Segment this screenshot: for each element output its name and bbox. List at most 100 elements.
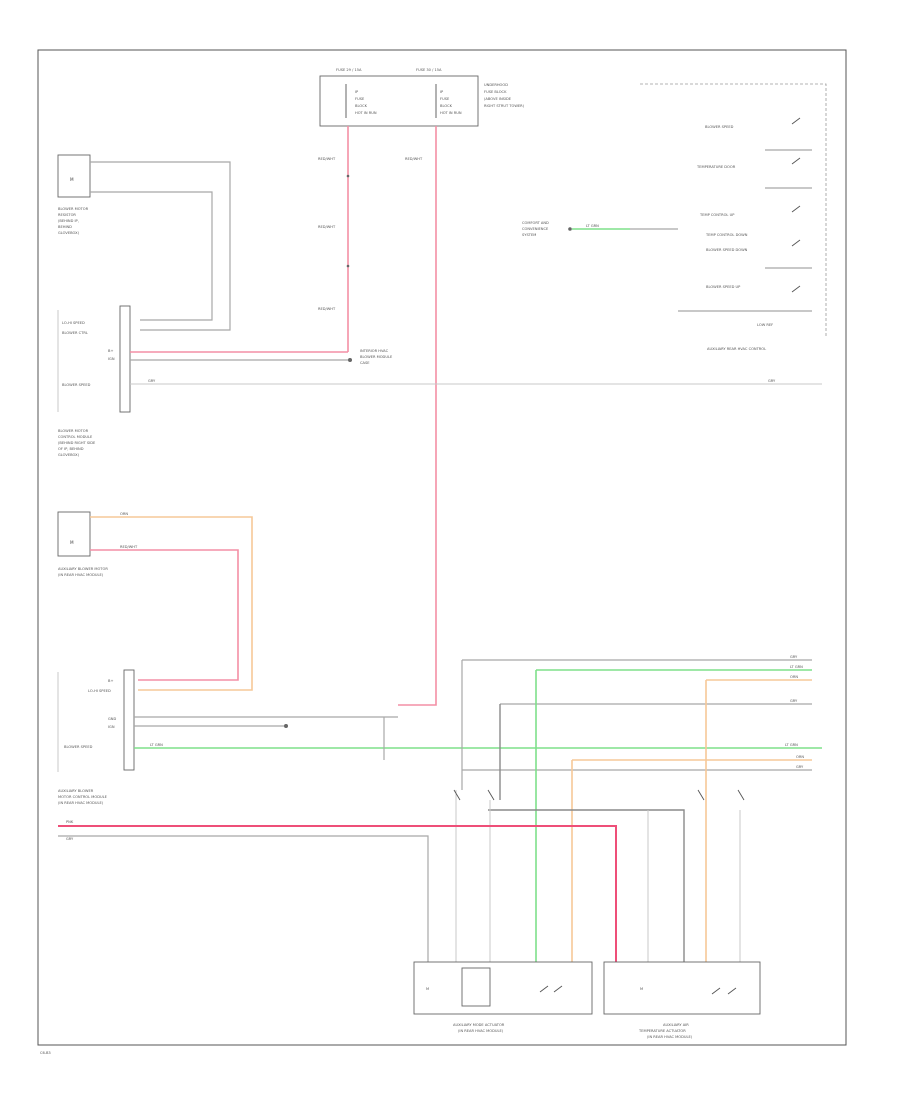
aux-speed-label: LT GRN bbox=[150, 743, 163, 747]
resistor-label-2: (BEHIND IP, bbox=[58, 219, 79, 223]
comfort-label-0: COMFORT AND bbox=[522, 221, 549, 225]
ground-splice bbox=[348, 358, 352, 362]
fuse-symbols bbox=[345, 84, 437, 118]
rear-switches bbox=[791, 117, 801, 293]
aux-ground-splice bbox=[284, 724, 288, 728]
aux-control-connector bbox=[123, 669, 135, 771]
module-label-0: BLOWER MOTOR bbox=[58, 429, 89, 433]
fuse-block: FUSE 29 / 15A FUSE 30 / 15A IP FUSE BLOC… bbox=[319, 68, 525, 127]
wire-label-2: RED/WHT bbox=[318, 225, 336, 229]
aux-speed-label-right: LT GRN bbox=[785, 743, 798, 747]
aux-motor-wire-label-2: RED/WHT bbox=[120, 545, 138, 549]
rear-item-2: TEMP CONTROL UP bbox=[699, 213, 735, 217]
fuse-row-0: IP bbox=[355, 90, 359, 94]
aux-pin-1: LO-HI SPEED bbox=[88, 689, 111, 693]
resistor-box bbox=[57, 154, 91, 198]
module-pin-2: B+ bbox=[108, 349, 113, 353]
bus-label-3: GRY bbox=[790, 699, 798, 703]
comfort-wire-label: LT GRN bbox=[586, 224, 599, 228]
mode-actuator-box bbox=[413, 961, 593, 1015]
bus-label-5: GRY bbox=[796, 765, 804, 769]
wire-label-4: RED/WHT bbox=[405, 157, 423, 161]
fuse-desc-1: FUSE BLOCK bbox=[484, 90, 507, 94]
resistor-label-4: GLOVEBOX) bbox=[58, 231, 80, 235]
aux-motor-box bbox=[57, 511, 91, 557]
fuse-desc-0: UNDERHOOD bbox=[484, 83, 508, 87]
module-label-1: CONTROL MODULE bbox=[58, 435, 93, 439]
splice-label-1: BLOWER MODULE bbox=[360, 355, 393, 359]
fuse-row-3: HOT IN RUN bbox=[355, 111, 377, 115]
aux-motor-orange-wire bbox=[90, 516, 253, 691]
bus-switches bbox=[453, 789, 745, 801]
bus-label-4: ORN bbox=[796, 755, 804, 759]
fuse-row-3b: HOT IN RUN bbox=[440, 111, 462, 115]
fuse-row-2: BLOCK bbox=[355, 104, 368, 108]
resistor-label-0: BLOWER MOTOR bbox=[58, 207, 89, 211]
aux-mode-actuator: M AUXILIARY MODE ACTUATOR (IN REAR HVAC … bbox=[413, 961, 593, 1033]
wire-speed-label: GRY bbox=[148, 379, 156, 383]
fuse-desc-3: RIGHT STRUT TOWER) bbox=[484, 104, 525, 108]
resistor-label-1: RESISTOR bbox=[58, 213, 76, 217]
module-label-4: GLOVEBOX) bbox=[58, 453, 80, 457]
aux-motor-icon: M bbox=[70, 540, 74, 545]
fuse-desc-2: (ABOVE INSIDE bbox=[484, 97, 512, 101]
bus-label-0: GRY bbox=[790, 655, 798, 659]
module-label-3: OF IP, BEHIND bbox=[58, 447, 84, 451]
footer-code: C6-B3 bbox=[40, 1051, 51, 1055]
aux-control-label-1: MOTOR CONTROL MODULE bbox=[58, 795, 108, 799]
fuse-row-0b: IP bbox=[440, 90, 444, 94]
aux-motor-label-0: AUXILIARY BLOWER MOTOR bbox=[58, 567, 108, 571]
drop-dark bbox=[488, 809, 685, 962]
comfort-connector bbox=[568, 227, 572, 231]
rear-hvac-control: BLOWER SPEED TEMPERATURE DOOR TEMP CONTR… bbox=[640, 83, 827, 351]
blower-control-module: LO-HI SPEED BLOWER CTRL B+ IGN BLOWER SP… bbox=[57, 305, 131, 457]
aux-motor-wire-label: ORN bbox=[120, 512, 128, 516]
aux-control-label-2: (IN REAR HVAC MODULE) bbox=[58, 801, 104, 805]
comfort-label-2: SYSTEM bbox=[522, 233, 536, 237]
mode-actuator-switch bbox=[539, 985, 563, 993]
wire-label-1: RED/WHT bbox=[318, 157, 336, 161]
mode-actuator-label-0: AUXILIARY MODE ACTUATOR bbox=[453, 1023, 505, 1027]
module-pin-1: BLOWER CTRL bbox=[62, 331, 88, 335]
mode-actuator-motor: M bbox=[426, 987, 429, 991]
aux-blower-motor: M ORN RED/WHT AUXILIARY BLOWER MOTOR (IN… bbox=[57, 511, 253, 691]
rear-control-title: AUXILIARY REAR HVAC CONTROL bbox=[707, 347, 766, 351]
module-label-2: (BEHIND RIGHT SIDE bbox=[58, 441, 96, 445]
fuse-left-header: FUSE 29 / 15A bbox=[336, 68, 362, 72]
mode-actuator-inner bbox=[461, 967, 491, 1007]
aux-pin-4: BLOWER SPEED bbox=[64, 745, 93, 749]
rear-item-1: TEMPERATURE DOOR bbox=[696, 165, 736, 169]
aux-blower-control: B+ LO-HI SPEED GND IGN BLOWER SPEED AUXI… bbox=[57, 669, 135, 805]
aux-pin-0: B+ bbox=[108, 679, 113, 683]
temp-actuator-label-2: (IN REAR HVAC MODULE) bbox=[647, 1035, 693, 1039]
resistor-wire-b bbox=[90, 191, 213, 321]
fuse-row-2b: BLOCK bbox=[440, 104, 453, 108]
temp-actuator-label-1: TEMPERATURE ACTUATOR bbox=[638, 1029, 686, 1033]
splice-label-0: INTERIOR HVAC bbox=[360, 349, 389, 353]
connector-pin bbox=[346, 264, 350, 268]
bus-label-1: LT GRN bbox=[790, 665, 803, 669]
comfort-label-1: CONVENIENCE bbox=[522, 227, 549, 231]
fuse-row-1b: FUSE bbox=[440, 97, 450, 101]
temp-actuator-motor: M bbox=[640, 987, 643, 991]
resistor-label-3: BEHIND bbox=[58, 225, 72, 229]
temp-actuator-label-0: AUXILIARY AIR bbox=[663, 1023, 689, 1027]
mode-actuator-label-1: (IN REAR HVAC MODULE) bbox=[458, 1029, 504, 1033]
rear-item-4: BLOWER SPEED DOWN bbox=[706, 248, 748, 252]
aux-pin-3: IGN bbox=[108, 725, 115, 729]
module-pin-3: IGN bbox=[108, 357, 115, 361]
wire-gray-bottom bbox=[58, 835, 429, 962]
rear-item-5: BLOWER SPEED UP bbox=[706, 285, 741, 289]
module-connector bbox=[119, 305, 131, 413]
rear-item-6: LOW REF bbox=[757, 323, 773, 327]
bottom-red-label: PNK bbox=[66, 820, 74, 824]
aux-air-temp-actuator: M AUXILIARY AIR TEMPERATURE ACTUATOR (IN… bbox=[603, 961, 761, 1039]
motor-icon: M bbox=[70, 177, 74, 182]
aux-motor-pink-wire bbox=[90, 549, 239, 681]
rear-item-3: TEMP CONTROL DOWN bbox=[705, 233, 748, 237]
blower-motor-resistor: M BLOWER MOTOR RESISTOR (BEHIND IP, BEHI… bbox=[57, 154, 231, 331]
rear-internal-wires bbox=[678, 149, 812, 312]
connector-pin bbox=[346, 174, 350, 178]
fuse-right-header: FUSE 30 / 15A bbox=[416, 68, 442, 72]
